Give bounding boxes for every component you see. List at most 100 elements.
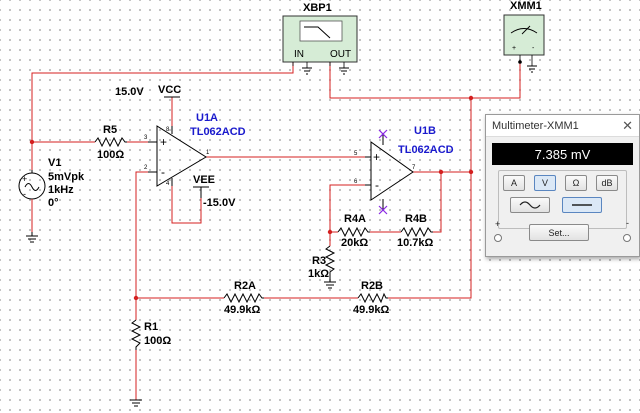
pin-label: 1: [206, 150, 210, 156]
xbp1-instrument[interactable]: IN OUT: [282, 15, 358, 68]
wires: [31, 62, 521, 400]
xmm1-label: XMM1: [510, 0, 542, 12]
wire-r2b-right: [388, 172, 472, 299]
wire-u1b-minus: [329, 184, 365, 233]
ground-icon: [302, 67, 349, 75]
v1-source[interactable]: + -: [18, 170, 46, 232]
r3-resistor[interactable]: [324, 245, 336, 282]
r4b-value: 10.7kΩ: [397, 237, 434, 249]
xbp1-out-label: OUT: [330, 49, 351, 60]
v1-plus: +: [22, 174, 27, 184]
r5-label: R5: [103, 124, 117, 136]
pin-label: 5: [354, 151, 358, 157]
mode-button-ammeter[interactable]: A: [503, 175, 525, 191]
junctions: [29, 95, 474, 301]
terminal-plus-label: +: [495, 219, 501, 229]
ground-icon: [26, 232, 38, 243]
pin-label: 4: [166, 181, 170, 187]
u1a-part: TL062ACD: [190, 126, 246, 138]
bode-curve-icon: [304, 26, 331, 39]
terminal-plus[interactable]: [494, 234, 502, 242]
close-icon[interactable]: ✕: [622, 117, 633, 133]
xmm1-plus-label: +: [512, 45, 516, 52]
r2b-resistor[interactable]: [357, 292, 388, 304]
ac-mode-button[interactable]: [510, 197, 550, 213]
ground-icon: [130, 399, 142, 407]
xmm1-minus-label: -: [532, 45, 535, 52]
junction: [327, 229, 333, 235]
r2a-label: R2A: [234, 280, 256, 292]
xmm1-instrument[interactable]: + -: [503, 14, 545, 66]
vee-value: -15.0V: [203, 197, 236, 209]
wire-out-xmm1: [471, 62, 521, 99]
u1a-opamp[interactable]: + - 3 2 1 8 4: [144, 125, 210, 187]
r2a-value: 49.9kΩ: [224, 304, 261, 316]
r3-label: R3: [312, 255, 326, 267]
pin-label: 8: [166, 127, 170, 133]
terminal-minus-label: -: [626, 218, 629, 228]
ac-wave-icon: [519, 201, 541, 209]
u1b-part: TL062ACD: [398, 144, 454, 156]
v1-phase: 0°: [48, 197, 59, 209]
xbp1-terminals: [292, 62, 345, 68]
r4a-resistor[interactable]: [337, 226, 370, 238]
xmm1-body[interactable]: [503, 14, 545, 56]
wire-v1-r5: [31, 141, 95, 170]
vee-label: VEE: [193, 174, 215, 186]
r2b-value: 49.9kΩ: [353, 304, 390, 316]
no-connect-icon: [378, 129, 388, 215]
r5-resistor[interactable]: [94, 136, 127, 148]
multimeter-reading: 7.385 mV: [492, 143, 633, 165]
wire-out-xbp1: [329, 62, 472, 172]
wire-vee: [171, 186, 202, 224]
r2b-label: R2B: [361, 280, 383, 292]
r1-label: R1: [144, 321, 158, 333]
set-button[interactable]: Set...: [529, 224, 589, 241]
r4a-label: R4A: [344, 213, 366, 225]
r1-value: 100Ω: [144, 335, 171, 347]
v1-frequency: 1kHz: [48, 184, 74, 196]
r5-value: 100Ω: [97, 149, 124, 161]
r2a-resistor[interactable]: [223, 292, 264, 304]
wire-r4b-out: [433, 172, 442, 233]
v1-minus: -: [23, 189, 26, 199]
junction: [29, 139, 35, 145]
v1-amplitude: 5mVpk: [48, 171, 85, 183]
opamp-triangle-icon: [370, 141, 414, 201]
junction: [438, 169, 444, 175]
u1b-label: U1B: [414, 125, 436, 137]
junction: [133, 295, 139, 301]
mode-button-voltmeter[interactable]: V: [534, 175, 556, 191]
pin-label: 6: [354, 179, 358, 185]
pin-label: 7: [412, 165, 416, 171]
vcc-value: 15.0V: [115, 86, 144, 98]
u1a-minus-symbol: -: [161, 165, 165, 179]
r3-value: 1kΩ: [308, 268, 329, 280]
wire-u1a-minus: [135, 171, 148, 298]
xbp1-label: XBP1: [303, 2, 332, 14]
multimeter-window[interactable]: Multimeter-XMM1 ✕ 7.385 mV A V Ω dB Set.…: [485, 114, 640, 257]
u1b-opamp[interactable]: + - 5 6 7: [354, 129, 416, 215]
r4b-label: R4B: [405, 213, 427, 225]
terminal-minus[interactable]: [623, 234, 631, 242]
opamp-triangle-icon: [156, 125, 207, 187]
dc-mode-button[interactable]: [562, 197, 602, 213]
r1-resistor[interactable]: [130, 319, 142, 350]
r4b-resistor[interactable]: [400, 226, 433, 238]
mode-button-decibel[interactable]: dB: [596, 175, 618, 191]
meter-needle-icon: [521, 25, 531, 35]
multimeter-titlebar[interactable]: Multimeter-XMM1 ✕: [486, 115, 639, 137]
vcc-label: VCC: [158, 84, 181, 96]
dc-line-icon: [572, 204, 592, 206]
pin-label: 3: [144, 135, 148, 141]
junction: [468, 95, 474, 101]
r4a-value: 20kΩ: [341, 237, 368, 249]
mode-button-ohmmeter[interactable]: Ω: [565, 175, 587, 191]
junction: [468, 169, 474, 175]
meter-dial-icon: [510, 28, 538, 34]
u1a-plus-symbol: +: [160, 135, 167, 149]
v1-label: V1: [48, 157, 61, 169]
xbp1-screen: [299, 20, 343, 42]
ground-icon: [324, 281, 336, 289]
